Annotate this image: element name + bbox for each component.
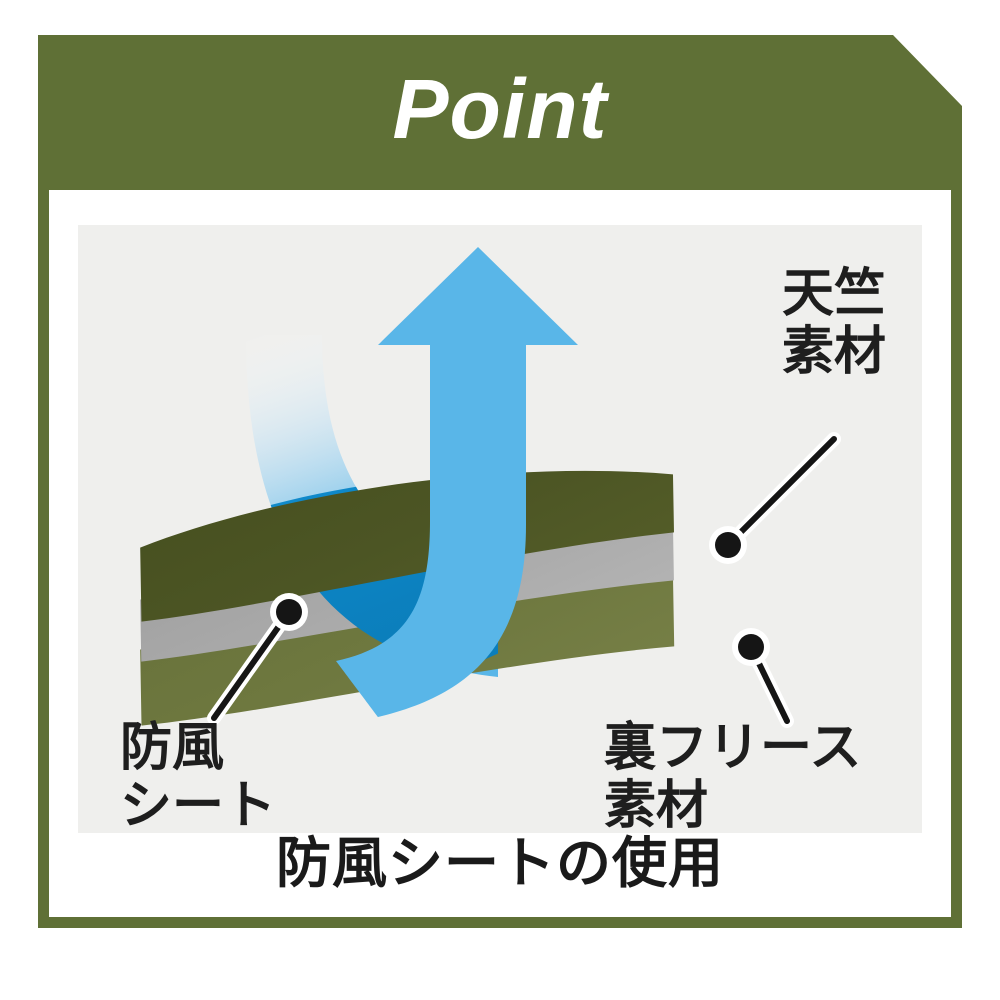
- label-fleece-line2: 素材: [604, 777, 709, 836]
- illustration-panel: 天竺 素材 防風 シート 裏フリース 素材: [78, 225, 922, 835]
- label-windproof-line1: 防風: [120, 719, 225, 777]
- label-tenjiku: 天竺 素材: [782, 265, 886, 381]
- label-fleece-line1: 裏フリース: [604, 719, 862, 777]
- callout-tenjiku: [709, 432, 841, 564]
- label-tenjiku-line1: 天竺: [782, 265, 887, 323]
- label-windproof-line2: シート: [120, 777, 277, 836]
- label-tenjiku-line2: 素材: [782, 323, 887, 382]
- fabric-layers-illustration: [140, 247, 841, 728]
- arrow-up: [336, 247, 578, 717]
- label-windproof: 防風 シート: [120, 719, 276, 835]
- card-frame: Point: [38, 35, 962, 928]
- callout-fleece: [732, 628, 794, 728]
- callout-leaders: [207, 432, 841, 728]
- label-fleece: 裏フリース 素材: [604, 719, 861, 835]
- fabric-tenjiku: [140, 470, 674, 622]
- callout-windproof: [207, 593, 308, 725]
